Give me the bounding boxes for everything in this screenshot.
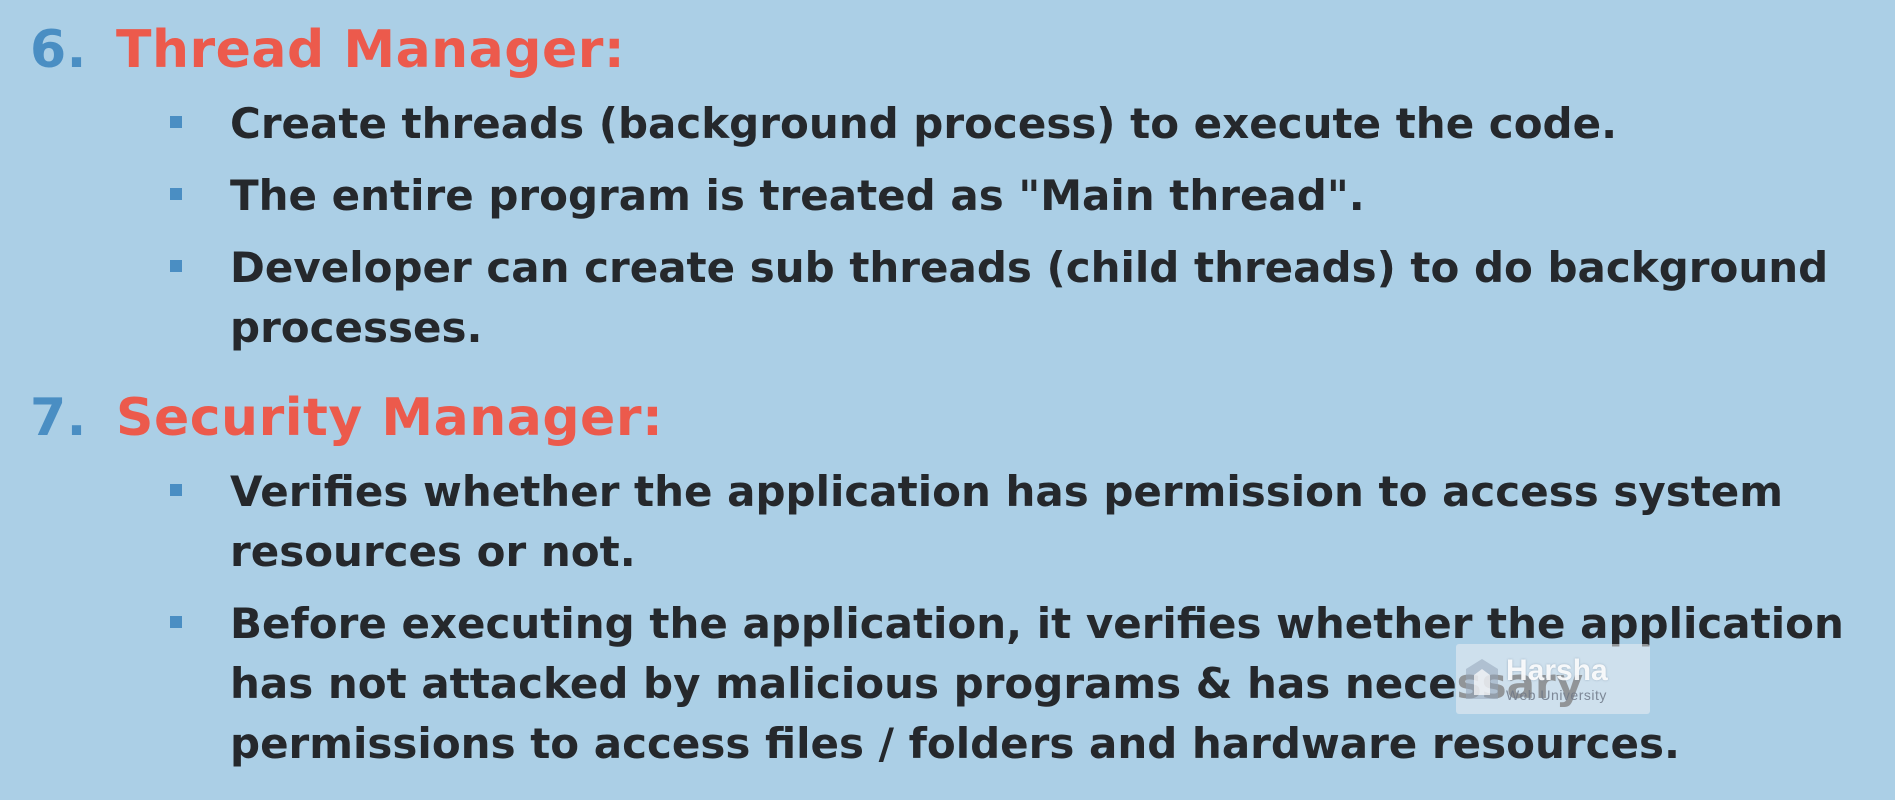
square-bullet-icon — [170, 116, 182, 128]
section-security-manager: 7. Security Manager: Verifies whether th… — [30, 380, 1870, 786]
square-bullet-icon — [170, 616, 182, 628]
section-heading: 7. Security Manager: — [30, 380, 1870, 456]
section-heading: 6. Thread Manager: — [30, 12, 1870, 88]
bullet-item: Before executing the application, it ver… — [30, 594, 1850, 774]
bullet-text: The entire program is treated as "Main t… — [230, 171, 1365, 220]
bullet-list: Create threads (background process) to e… — [30, 94, 1870, 358]
section-title: Thread Manager: — [116, 20, 626, 80]
bullet-item: The entire program is treated as "Main t… — [30, 166, 1850, 226]
section-thread-manager: 6. Thread Manager: Create threads (backg… — [30, 12, 1870, 370]
bullet-item: Create threads (background process) to e… — [30, 94, 1850, 154]
section-number: 6. — [30, 20, 87, 80]
square-bullet-icon — [170, 484, 182, 496]
square-bullet-icon — [170, 260, 182, 272]
watermark-text: Harsha Web University — [1506, 654, 1608, 703]
watermark: Harsha Web University — [1456, 644, 1650, 714]
harsha-logo-icon — [1466, 659, 1498, 699]
section-title: Security Manager: — [116, 388, 664, 448]
bullet-text: Create threads (background process) to e… — [230, 99, 1618, 148]
bullet-text: Verifies whether the application has per… — [230, 467, 1784, 576]
bullet-list: Verifies whether the application has per… — [30, 462, 1870, 774]
bullet-text: Developer can create sub threads (child … — [230, 243, 1829, 352]
bullet-item: Verifies whether the application has per… — [30, 462, 1850, 582]
watermark-brand: Harsha — [1506, 654, 1608, 687]
watermark-subtitle: Web University — [1506, 687, 1607, 703]
bullet-text: Before executing the application, it ver… — [230, 599, 1844, 768]
section-number: 7. — [30, 388, 87, 448]
bullet-item: Developer can create sub threads (child … — [30, 238, 1850, 358]
square-bullet-icon — [170, 188, 182, 200]
